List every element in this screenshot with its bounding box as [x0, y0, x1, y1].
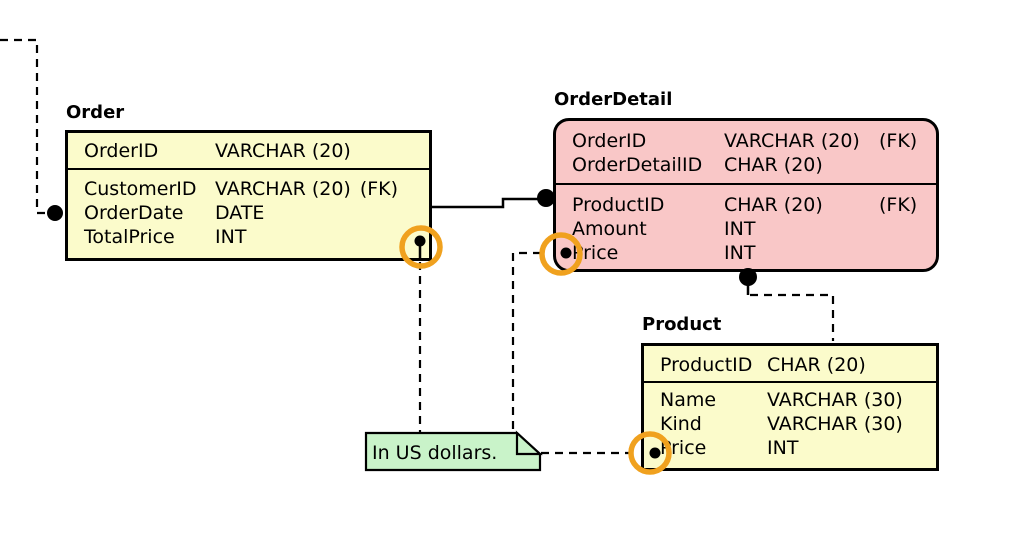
attribute-row[interactable]: Kind VARCHAR (30)	[644, 412, 936, 436]
entity-order-attr-section: CustomerID VARCHAR (20) (FK) OrderDate D…	[68, 170, 429, 249]
attribute-row[interactable]: ProductID CHAR (20) (FK)	[556, 193, 936, 217]
attribute-row[interactable]: Amount INT	[556, 217, 936, 241]
attribute-name: ProductID	[572, 194, 665, 216]
relationship-line-customer-order[interactable]	[0, 38, 63, 221]
attribute-type: INT	[724, 242, 756, 264]
attribute-row[interactable]: ProductID CHAR (20)	[644, 353, 936, 377]
highlight-ring[interactable]	[539, 232, 583, 276]
attribute-type: VARCHAR (20)	[215, 140, 351, 162]
attribute-type: CHAR (20)	[724, 154, 823, 176]
entity-product-key-section: ProductID CHAR (20)	[644, 346, 936, 383]
attribute-pin-dot	[649, 447, 661, 459]
note-dashed-line	[511, 251, 541, 432]
attribute-name: TotalPrice	[84, 226, 175, 248]
entity-title-product[interactable]: Product	[642, 314, 722, 335]
attribute-row[interactable]: TotalPrice INT	[68, 225, 429, 249]
attribute-name: OrderID	[84, 140, 159, 162]
attribute-type: VARCHAR (30)	[767, 389, 903, 411]
attribute-type: VARCHAR (30)	[767, 413, 903, 435]
entity-order-key-section: OrderID VARCHAR (20)	[68, 133, 429, 170]
note-body	[364, 431, 542, 472]
entity-order[interactable]: OrderID VARCHAR (20) CustomerID VARCHAR …	[65, 130, 432, 261]
entity-title-order[interactable]: Order	[66, 102, 125, 123]
connector-dot	[537, 189, 555, 207]
note-link-order-totalprice[interactable]	[399, 225, 443, 432]
attribute-name: OrderDetailID	[572, 154, 703, 176]
note-link-product-price[interactable]	[541, 431, 672, 475]
note-link-orderdetail-price[interactable]	[511, 232, 583, 432]
relationship-dashed-line	[0, 38, 46, 215]
relationship-line-orderdetail-product[interactable]	[739, 268, 835, 341]
attribute-name: Amount	[572, 218, 647, 240]
attribute-row[interactable]: Price INT	[556, 241, 936, 265]
attribute-type: INT	[724, 218, 756, 240]
attribute-name: CustomerID	[84, 178, 197, 200]
attribute-type: INT	[767, 437, 799, 459]
relationship-solid-line	[432, 197, 544, 209]
entity-orderdetail[interactable]: OrderID VARCHAR (20) (FK) OrderDetailID …	[553, 118, 939, 272]
note-folded-corner	[515, 430, 543, 456]
attribute-row[interactable]: OrderDetailID CHAR (20)	[556, 153, 936, 177]
entity-orderdetail-key-section: OrderID VARCHAR (20) (FK) OrderDetailID …	[556, 121, 936, 185]
attribute-pin-dot	[560, 247, 572, 259]
attribute-pin-dot	[414, 235, 426, 247]
attribute-fk-flag: (FK)	[879, 130, 918, 152]
entity-title-orderdetail[interactable]: OrderDetail	[554, 89, 673, 110]
attribute-type: CHAR (20)	[724, 194, 823, 216]
attribute-name: ProductID	[660, 354, 753, 376]
entity-orderdetail-attr-section: ProductID CHAR (20) (FK) Amount INT Pric…	[556, 185, 936, 265]
highlight-ring[interactable]	[628, 431, 672, 475]
attribute-row[interactable]: CustomerID VARCHAR (20) (FK)	[68, 177, 429, 201]
attribute-row[interactable]: OrderID VARCHAR (20)	[68, 139, 429, 163]
attribute-type: DATE	[215, 202, 265, 224]
attribute-name: OrderID	[572, 130, 647, 152]
relationship-line-order-orderdetail[interactable]	[432, 189, 555, 209]
attribute-name: Price	[572, 242, 619, 264]
attribute-fk-flag: (FK)	[879, 194, 918, 216]
note-text[interactable]: In US dollars.	[372, 442, 498, 464]
attribute-row[interactable]: OrderDate DATE	[68, 201, 429, 225]
note[interactable]	[364, 430, 543, 472]
attribute-fk-flag: (FK)	[359, 178, 399, 200]
relationship-dashed-line	[750, 293, 835, 341]
attribute-type: VARCHAR (20)	[215, 178, 351, 200]
attribute-type: VARCHAR (20)	[724, 130, 860, 152]
highlight-ring[interactable]	[399, 225, 443, 269]
attribute-type: CHAR (20)	[767, 354, 866, 376]
connector-dot	[47, 205, 63, 221]
attribute-type: INT	[215, 226, 247, 248]
attribute-name: Name	[660, 389, 717, 411]
attribute-name: OrderDate	[84, 202, 184, 224]
attribute-row[interactable]: Name VARCHAR (30)	[644, 388, 936, 412]
attribute-row[interactable]: OrderID VARCHAR (20) (FK)	[556, 129, 936, 153]
attribute-name: Kind	[660, 413, 702, 435]
